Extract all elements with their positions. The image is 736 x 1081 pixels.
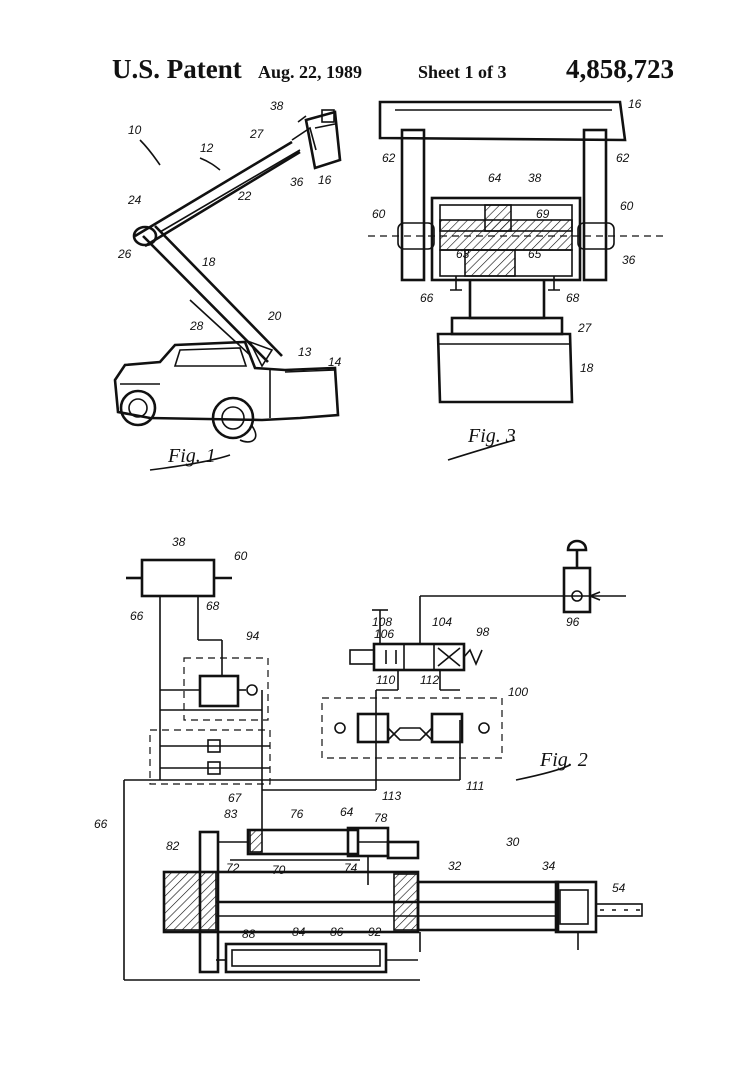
- ref-label: 24: [127, 193, 142, 207]
- patent-title: U.S. Patent: [112, 54, 242, 84]
- ref-label: 86: [330, 925, 344, 939]
- ref-label: 76: [290, 807, 304, 821]
- ref-label: 111: [466, 779, 484, 793]
- ref-label: 12: [200, 141, 214, 155]
- ref-label: 68: [566, 291, 580, 305]
- figure-1-truck-boom: 10 12 38 27 16 36 22 24 26 18 28 20 13 1…: [113, 99, 342, 471]
- ref-label: 113: [382, 789, 401, 803]
- ref-label: 96: [566, 615, 580, 629]
- figure-2-hydraulic-schematic: 38 60 66 68 94 108 106 104 98 96 110 112…: [94, 535, 643, 981]
- patent-date: Aug. 22, 1989: [258, 62, 363, 82]
- ref-label: 38: [528, 171, 542, 185]
- ref-label: 100: [508, 685, 528, 699]
- ref-label: 66: [94, 817, 108, 831]
- ref-label: 98: [476, 625, 490, 639]
- ref-label: 27: [577, 321, 593, 335]
- ref-label: 68: [206, 599, 220, 613]
- ref-label: 22: [237, 189, 252, 203]
- ref-label: 60: [372, 207, 386, 221]
- ref-label: 60: [234, 549, 248, 563]
- ref-label: 83: [224, 807, 238, 821]
- ref-label: 110: [376, 673, 395, 687]
- ref-label: 74: [344, 861, 358, 875]
- ref-label: 112: [420, 673, 439, 687]
- ref-label: 82: [166, 839, 180, 853]
- ref-label: 67: [228, 791, 243, 805]
- ref-label: 63: [456, 247, 470, 261]
- ref-label: 14: [328, 355, 342, 369]
- ref-label: 20: [267, 309, 282, 323]
- ref-label: 72: [226, 861, 240, 875]
- figure-caption: Fig. 2: [539, 749, 588, 771]
- ref-label: 108: [372, 615, 392, 629]
- ref-label: 36: [622, 253, 636, 267]
- ref-label: 84: [292, 925, 306, 939]
- ref-label: 16: [318, 173, 332, 187]
- ref-label: 60: [620, 199, 634, 213]
- ref-label: 94: [246, 629, 260, 643]
- ref-label: 65: [528, 247, 542, 261]
- ref-label: 92: [368, 925, 382, 939]
- ref-label: 36: [290, 175, 304, 189]
- ref-label: 69: [536, 207, 550, 221]
- ref-label: 106: [374, 627, 394, 641]
- ref-label: 78: [374, 811, 388, 825]
- ref-label: 38: [172, 535, 186, 549]
- ref-label: 16: [628, 97, 642, 111]
- ref-label: 30: [506, 835, 520, 849]
- ref-label: 26: [117, 247, 132, 261]
- ref-label: 66: [130, 609, 144, 623]
- sheet-indicator: Sheet 1 of 3: [418, 62, 507, 82]
- ref-label: 64: [488, 171, 502, 185]
- ref-label: 64: [340, 805, 354, 819]
- ref-label: 70: [272, 863, 286, 877]
- ref-label: 34: [542, 859, 556, 873]
- ref-label: 88: [242, 927, 256, 941]
- figure-3-pivot-detail: 62 62 16 64 38 60 60 69 63 65 36 66 68 2…: [368, 97, 665, 461]
- figure-caption: Fig. 3: [467, 425, 516, 447]
- ref-label: 104: [432, 615, 452, 629]
- ref-label: 27: [249, 127, 265, 141]
- ref-label: 62: [616, 151, 630, 165]
- ref-label: 38: [270, 99, 284, 113]
- ref-label: 18: [580, 361, 594, 375]
- ref-label: 32: [448, 859, 462, 873]
- ref-label: 62: [382, 151, 396, 165]
- ref-label: 66: [420, 291, 434, 305]
- ref-label: 13: [298, 345, 312, 359]
- patent-number: 4,858,723: [566, 54, 674, 84]
- ref-label: 54: [612, 881, 626, 895]
- ref-label: 10: [128, 123, 142, 137]
- ref-label: 18: [202, 255, 216, 269]
- ref-label: 28: [189, 319, 204, 333]
